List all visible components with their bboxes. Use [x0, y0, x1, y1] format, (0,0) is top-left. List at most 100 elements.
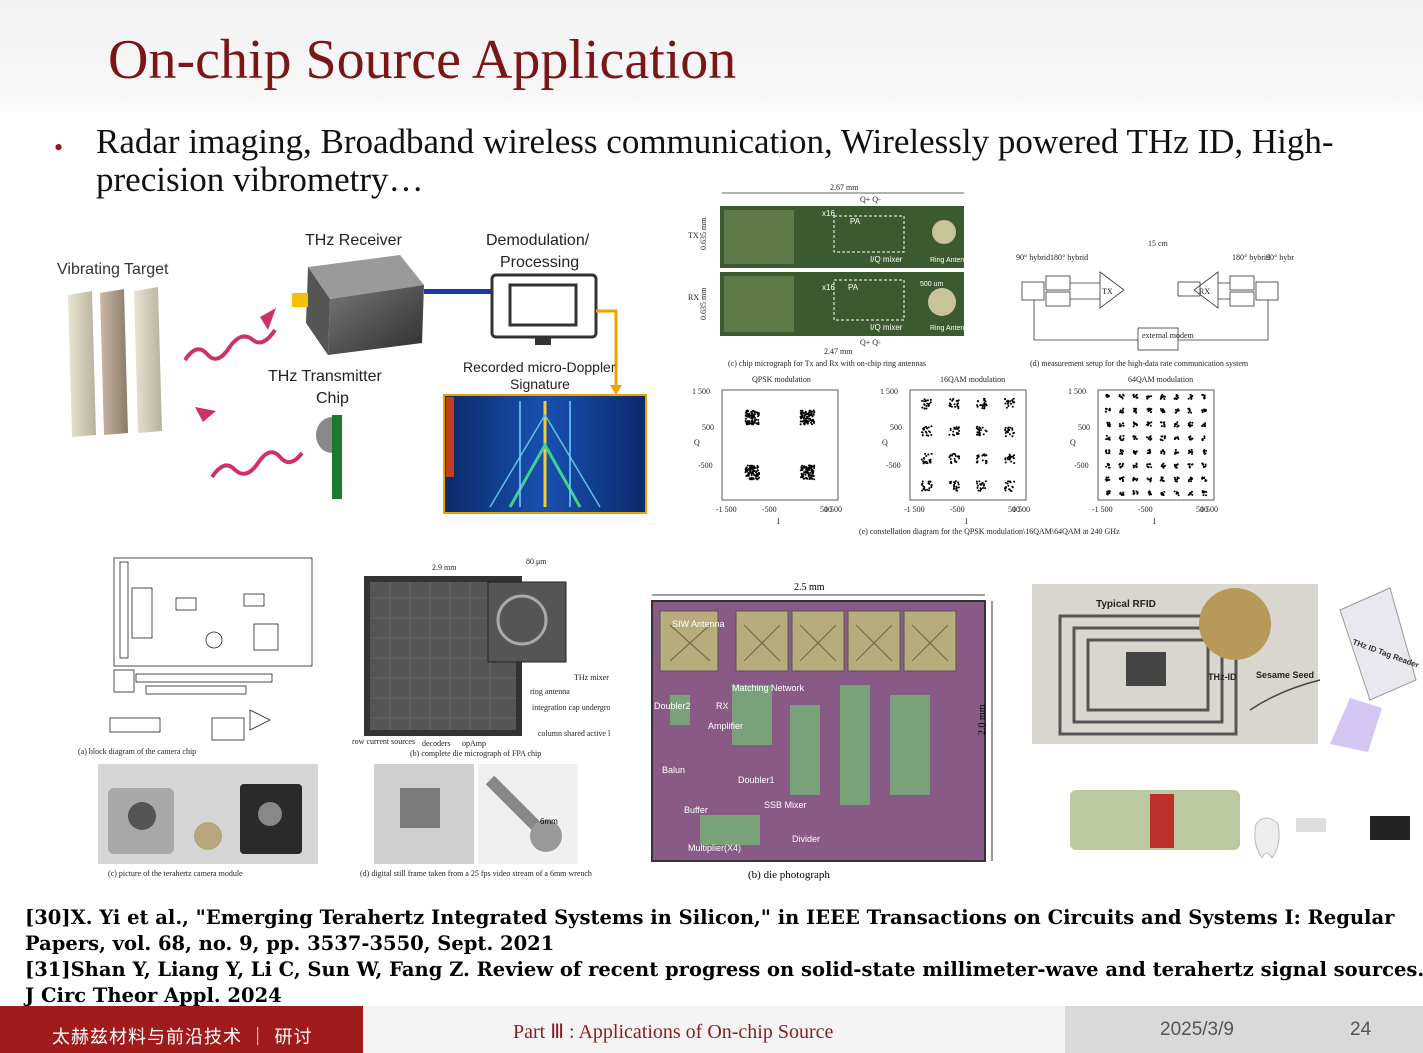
- constellation-point: [1160, 477, 1163, 480]
- constellation-point: [1203, 394, 1206, 397]
- constellation-point: [1105, 438, 1108, 441]
- constellation-point: [810, 464, 813, 467]
- opamp-label: opAmp: [462, 739, 486, 748]
- constellation-point: [1174, 411, 1177, 414]
- siw-antenna-label: SIW Antenna: [672, 619, 725, 629]
- constellation-point: [982, 487, 984, 489]
- constellation-point: [1011, 405, 1014, 408]
- constellation-point: [1203, 396, 1206, 399]
- tx-iq-mixer: I/Q mixer: [870, 255, 903, 264]
- wave-arrow-in: [210, 450, 304, 479]
- constellation-point: [1149, 438, 1152, 441]
- constellation-point: [756, 469, 759, 472]
- constellation-point: [1108, 421, 1111, 424]
- rx-iq-mixer: I/Q mixer: [870, 323, 903, 332]
- camera-block-diagram: [109, 557, 313, 741]
- constellation-point: [1163, 398, 1166, 400]
- constellation-point: [1004, 487, 1007, 490]
- constellation-point: [1150, 408, 1153, 411]
- constellation-point: [1133, 409, 1136, 412]
- constellation-point: [981, 426, 984, 429]
- buffer-label: Buffer: [684, 805, 708, 815]
- constellation-point: [949, 429, 952, 432]
- constellation-point: [1191, 421, 1194, 424]
- constellation-point: [1191, 452, 1193, 455]
- constellation-point: [1205, 491, 1208, 493]
- constellation-point: [1122, 450, 1125, 453]
- constellation-point: [753, 416, 756, 419]
- wrench-6mm: 6mm: [540, 817, 558, 826]
- axis-q-label: Q: [1070, 438, 1076, 447]
- constellation-point: [1006, 402, 1009, 405]
- constellation-point: [811, 468, 814, 471]
- circuit-blocks: [670, 685, 930, 845]
- constellation-point: [1136, 491, 1139, 494]
- constellation-point: [1173, 425, 1176, 428]
- constellation-point: [1161, 393, 1164, 396]
- constellation-point: [1009, 402, 1012, 405]
- constellation-point: [1188, 466, 1191, 469]
- constellation-point: [1120, 395, 1123, 398]
- constellation-point: [955, 486, 958, 489]
- constellation-point: [744, 417, 747, 420]
- constellation-point: [1133, 438, 1136, 441]
- constellation-point: [1132, 490, 1135, 493]
- constellation-point: [1174, 478, 1177, 481]
- constellation-point: [1011, 485, 1014, 488]
- constellation-point: [1119, 462, 1122, 465]
- axis-i-label: I: [777, 517, 780, 526]
- constellation-point: [1174, 448, 1177, 451]
- constellation-point: [921, 406, 924, 409]
- constellation-point: [1107, 490, 1110, 493]
- constellation-point: [1161, 411, 1164, 414]
- constellation-point: [1148, 463, 1151, 466]
- constellation-point: [1132, 393, 1135, 396]
- x-tick-label: -1 500: [1092, 505, 1113, 514]
- constellation-point: [1150, 421, 1153, 424]
- constellation-point: [923, 398, 926, 401]
- constellation-point: [985, 454, 988, 457]
- constellation-point: [929, 480, 932, 483]
- constellation-point: [1203, 435, 1206, 438]
- constellation-point: [1149, 450, 1151, 453]
- constellation-point: [751, 419, 754, 422]
- constellation-point: [978, 480, 981, 483]
- constellation-point: [750, 476, 753, 479]
- thz-frame-images: 6mm: [374, 764, 578, 864]
- constellation-point: [812, 413, 815, 416]
- constellation-point: [1134, 452, 1137, 454]
- constellation-point: [811, 420, 814, 422]
- constellation-point: [1012, 455, 1014, 458]
- constellation-point: [1177, 438, 1180, 440]
- constellation-point: [1203, 477, 1206, 480]
- constellation-point: [1106, 462, 1109, 465]
- constellation-point: [954, 453, 957, 456]
- thz-receiver-label: THz Receiver: [305, 232, 403, 249]
- constellation-point: [1163, 437, 1166, 440]
- constellation-point: [755, 473, 758, 476]
- constellation-point: [1011, 427, 1014, 430]
- external-modem: external modem: [1142, 331, 1195, 340]
- constellation-point: [1202, 494, 1205, 497]
- constellation-point: [806, 468, 809, 471]
- constellation-point: [1189, 476, 1192, 479]
- constellation-point: [1148, 436, 1151, 439]
- processing-arrow: [596, 309, 618, 386]
- constellation-point: [757, 413, 759, 416]
- constellation-point: [812, 475, 815, 478]
- constellation-point: [979, 427, 982, 430]
- constellation-point: [982, 403, 985, 406]
- constellation-point: [1135, 407, 1138, 410]
- constellation-point: [1004, 402, 1007, 405]
- constellation-point: [800, 420, 803, 423]
- constellation-point: [756, 464, 759, 467]
- constellation-point: [1202, 466, 1205, 469]
- constellation-point: [746, 422, 749, 425]
- chip-label: Chip: [316, 390, 349, 407]
- constellation-point: [1008, 453, 1011, 456]
- thz-receiver-box: [292, 255, 424, 355]
- constellation-point: [1149, 424, 1152, 427]
- constellation-point: [975, 427, 978, 430]
- die-width-label: 2.5 mm: [794, 582, 825, 593]
- rx-height: 0.635 mm: [699, 287, 708, 320]
